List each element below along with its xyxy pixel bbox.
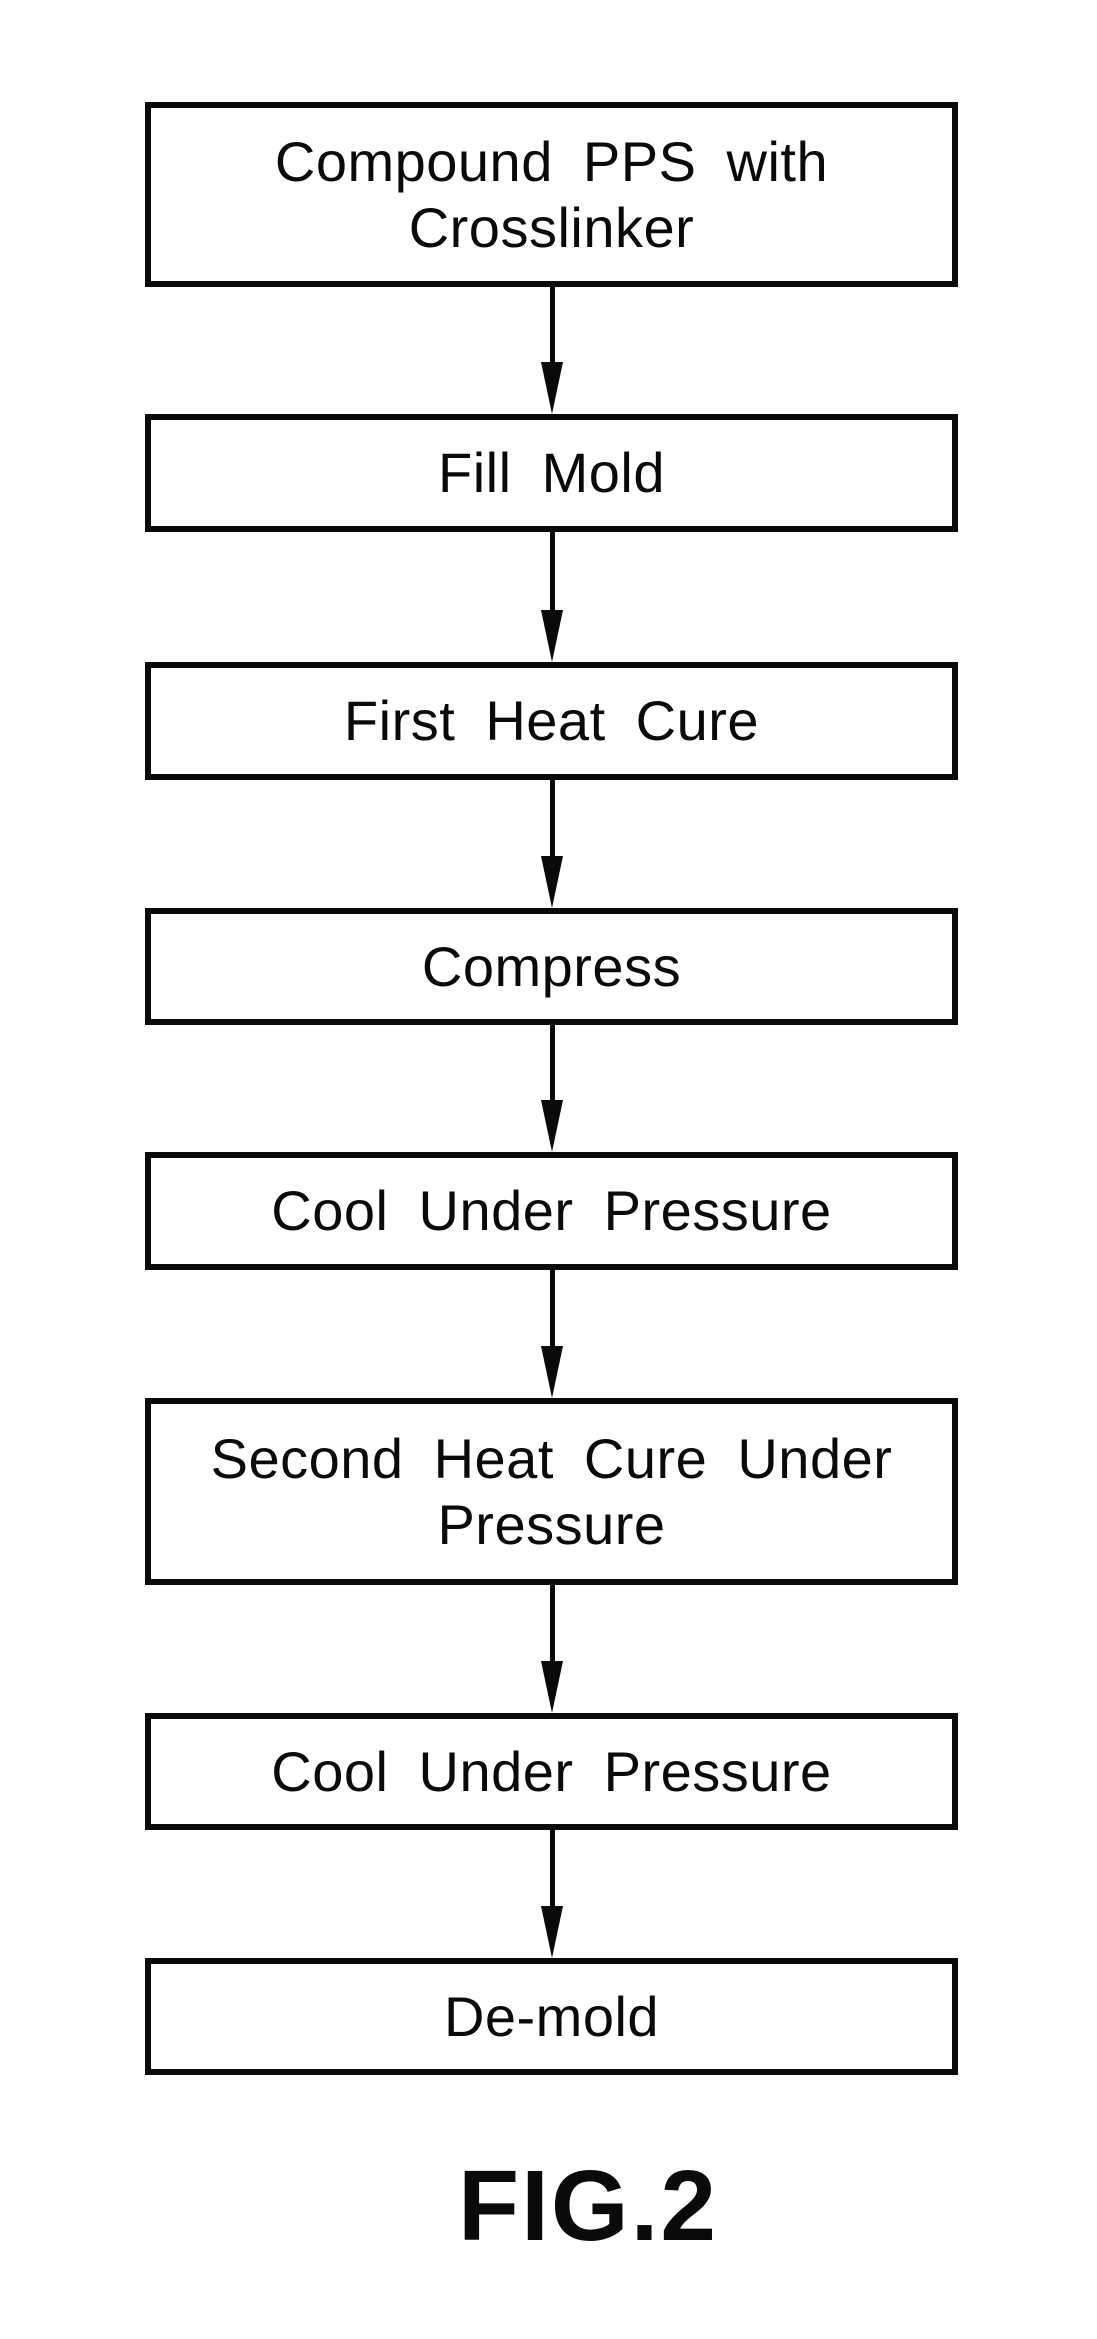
step-second-heat-cure-under-pressure: Second Heat Cure Under Pressure	[145, 1398, 958, 1585]
arrow-shaft	[549, 287, 555, 364]
arrow-shaft	[549, 1585, 555, 1663]
step-label-line: Pressure	[437, 1492, 666, 1556]
arrow-head	[541, 1661, 563, 1713]
down-arrow-2	[541, 532, 563, 662]
step-label-line: Cool Under Pressure	[271, 1739, 832, 1803]
step-fill-mold: Fill Mold	[145, 414, 958, 532]
step-label-line: First Heat Cure	[343, 689, 760, 752]
step-cool-under-pressure-2: Cool Under Pressure	[145, 1713, 958, 1830]
step-cool-under-pressure-1: Cool Under Pressure	[145, 1152, 958, 1270]
step-compound-pps-with-crosslinker: Compound PPS with Crosslinker	[145, 102, 958, 287]
down-arrow-6	[541, 1585, 563, 1713]
down-arrow-4	[541, 1025, 563, 1152]
down-arrow-3	[541, 780, 563, 908]
arrow-head	[541, 1346, 563, 1398]
arrow-shaft	[549, 1025, 555, 1102]
arrow-shaft	[549, 1830, 555, 1908]
step-label-line: Fill Mold	[438, 441, 665, 504]
arrow-head	[541, 856, 563, 908]
step-label-line: Compound PPS with	[274, 129, 829, 193]
step-label-line: Crosslinker	[408, 195, 695, 259]
arrow-head	[541, 1906, 563, 1958]
arrow-shaft	[549, 532, 555, 612]
step-first-heat-cure: First Heat Cure	[145, 662, 958, 780]
arrow-head	[541, 362, 563, 414]
step-label-line: Compress	[421, 934, 682, 998]
down-arrow-7	[541, 1830, 563, 1958]
step-de-mold: De-mold	[145, 1958, 958, 2075]
down-arrow-1	[541, 287, 563, 414]
arrow-shaft	[549, 780, 555, 858]
step-label-line: Cool Under Pressure	[271, 1179, 832, 1242]
step-label-line: De-mold	[443, 1984, 660, 2048]
step-label-line: Second Heat Cure Under	[210, 1426, 893, 1490]
arrow-head	[541, 610, 563, 662]
step-compress: Compress	[145, 908, 958, 1025]
arrow-shaft	[549, 1270, 555, 1348]
figure-caption: FIG.2	[458, 2150, 719, 2262]
down-arrow-5	[541, 1270, 563, 1398]
arrow-head	[541, 1100, 563, 1152]
